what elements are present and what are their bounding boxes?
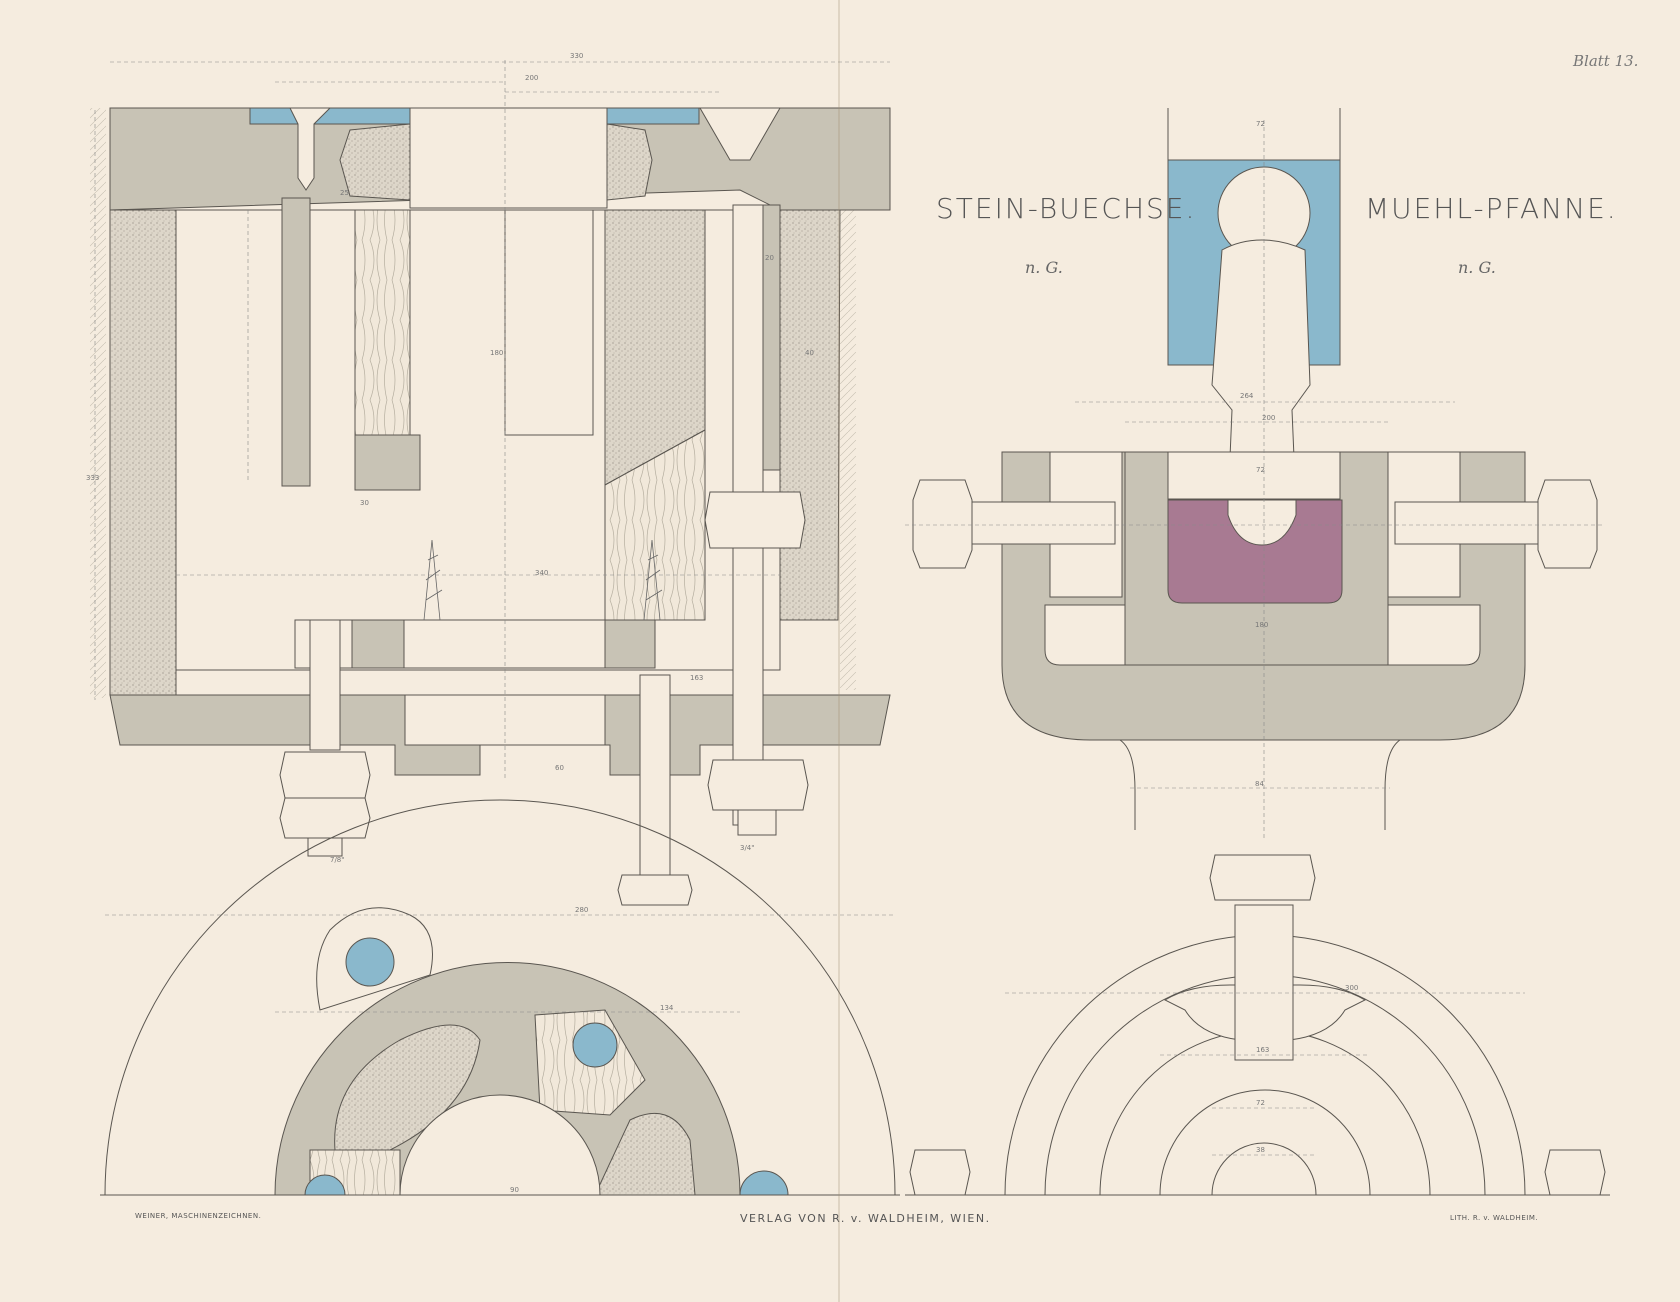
spring-left <box>423 539 443 621</box>
lower-cross-bar <box>294 619 656 669</box>
bolt-hole-right <box>739 1170 789 1196</box>
left-stone-block <box>109 209 177 696</box>
side-nut-right <box>1537 479 1598 569</box>
nuts <box>279 491 809 906</box>
side-bolt-right <box>1394 501 1546 545</box>
muehl-pfanne-section <box>912 108 1598 830</box>
spring-right <box>643 539 663 621</box>
dim-72-top: 72 <box>1256 120 1265 128</box>
nut-right-2 <box>707 759 809 811</box>
dim-38: 38 <box>1256 1146 1265 1154</box>
sheet-number: Blatt 13. <box>1573 52 1639 70</box>
side-nut-left <box>912 479 973 569</box>
nut-center <box>617 874 693 906</box>
center-slide <box>504 209 594 436</box>
right-wall-hatch <box>840 190 856 690</box>
scale-right: n. G. <box>1458 258 1496 277</box>
dim-7-8: 7/8" <box>330 856 345 864</box>
dimension-lines-plan-right <box>1005 992 1525 1156</box>
top-blue-strip-left <box>249 107 411 125</box>
dim-163: 163 <box>690 674 703 682</box>
title-stein-buechse: STEIN-BUECHSE. <box>936 192 1197 225</box>
top-blue-strip-right <box>606 107 700 125</box>
plan-center-hub <box>399 1094 601 1196</box>
dim-200: 200 <box>525 74 538 82</box>
top-stone-left <box>339 123 411 201</box>
plan-nut-left <box>909 1149 971 1196</box>
dim-134: 134 <box>660 1004 674 1012</box>
top-plate-opening <box>409 107 608 209</box>
lower-bar-block-right <box>604 619 656 669</box>
dim-90: 90 <box>510 1186 519 1194</box>
stein-buechse-plan <box>100 799 900 1196</box>
left-wedge-foot <box>354 434 421 491</box>
footer-publisher: VERLAG VON R. v. WALDHEIM, WIEN. <box>740 1212 991 1225</box>
footer-author: WEINER, MASCHINENZEICHNEN. <box>135 1212 262 1220</box>
bolt-hole-top <box>345 937 395 987</box>
nut-left-1 <box>279 751 371 799</box>
plan-stone-right <box>594 1112 696 1196</box>
dim-333: 333 <box>86 474 99 482</box>
dim-72: 72 <box>1256 466 1265 474</box>
bolt-end-left <box>307 837 343 857</box>
dim-60: 60 <box>555 764 564 772</box>
dim-84: 84 <box>1255 780 1264 788</box>
dim-340: 340 <box>535 569 548 577</box>
dim-200-right: 200 <box>1262 414 1275 422</box>
bolt-end-right <box>737 809 777 836</box>
dim-330: 330 <box>570 52 583 60</box>
dim-72-plan: 72 <box>1256 1099 1265 1107</box>
dimension-labels-right: 72 264 200 72 180 84 <box>1240 120 1275 788</box>
dimension-lines-right <box>905 120 1605 840</box>
countersunk-screw <box>289 107 332 191</box>
plan-nut-right <box>1544 1149 1606 1196</box>
plan-outer-arc <box>104 799 896 1196</box>
dim-20: 20 <box>765 254 774 262</box>
dim-40: 40 <box>805 349 814 357</box>
title-muehl-pfanne: MUEHL-PFANNE. <box>1365 192 1618 225</box>
dimension-lines-left <box>94 60 890 780</box>
dim-30: 30 <box>360 499 369 507</box>
center-bolt-shank <box>639 674 671 876</box>
nut-left-2 <box>279 797 371 839</box>
dimension-lines-plan <box>105 914 895 1013</box>
stein-buechse-section <box>90 107 891 906</box>
dim-300: 300 <box>1345 984 1358 992</box>
right-stone-block <box>779 199 841 621</box>
lower-bar-block-left <box>351 619 405 669</box>
left-wall-hatch <box>90 108 106 698</box>
top-stone-right <box>606 123 653 201</box>
left-guide-bar <box>281 197 311 487</box>
spindle-tip <box>1227 499 1297 546</box>
muehl-pfanne-plan <box>905 854 1610 1196</box>
dim-264: 264 <box>1240 392 1254 400</box>
dimension-labels-plan-right: 300 163 72 38 <box>1256 984 1358 1154</box>
purple-step-bearing <box>1167 499 1343 604</box>
dim-280: 280 <box>575 906 588 914</box>
top-bolt-shank <box>1234 904 1294 1061</box>
dim-180: 180 <box>490 349 503 357</box>
countersink-bolt <box>699 107 781 161</box>
cup-upper-gap <box>1167 451 1341 500</box>
footer-lithographer: LITH. R. v. WALDHEIM. <box>1450 1214 1539 1222</box>
dim-163-right: 163 <box>1256 1046 1269 1054</box>
scale-left: n. G. <box>1025 258 1063 277</box>
nut-right-1 <box>704 491 806 549</box>
top-nut <box>1209 854 1316 901</box>
dimension-labels-left: 330 200 333 180 340 163 60 20 40 25 30 3… <box>86 52 814 864</box>
bolt-hole-middle <box>572 1022 618 1068</box>
dim-25: 25 <box>340 189 349 197</box>
left-bolt-shank <box>309 619 341 751</box>
dim-180-right: 180 <box>1255 621 1268 629</box>
side-bolt-left <box>964 501 1116 545</box>
bolt-hole-left <box>304 1174 346 1196</box>
dim-3-4: 3/4" <box>740 844 755 852</box>
dimension-labels-plan: 280 134 90 <box>510 906 674 1194</box>
